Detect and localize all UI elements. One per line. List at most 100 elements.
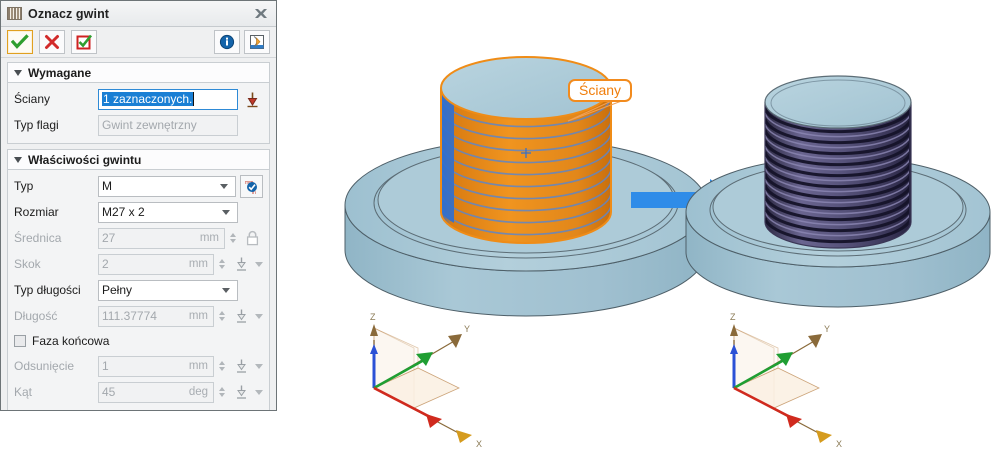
length-value: 111.37774 xyxy=(102,309,157,323)
thread-type-value: M xyxy=(102,179,112,193)
thread-size-select[interactable]: M27 x 2 xyxy=(98,201,238,223)
row-srednica: Średnica 27 mm xyxy=(14,227,263,249)
thread-icon xyxy=(7,7,22,20)
apply-check-icon xyxy=(76,34,92,50)
lock-icon xyxy=(242,228,263,249)
label-typ-flagi: Typ flagi xyxy=(14,118,59,132)
label-srednica: Średnica xyxy=(14,231,62,245)
thread-type-select[interactable]: M xyxy=(98,175,236,197)
row-skok: Skok 2 mm xyxy=(14,253,263,275)
row-typ: Typ M mm in xyxy=(14,174,263,198)
angle-stepper[interactable] xyxy=(216,383,227,402)
measure-icon[interactable] xyxy=(231,356,252,377)
angle-value: 45 xyxy=(102,385,116,399)
offset-unit: mm xyxy=(188,360,208,372)
chevron-down-icon xyxy=(14,69,22,76)
offset-field: 1 mm xyxy=(98,355,214,377)
row-dlugosc: Długość 111.37774 mm xyxy=(14,305,263,327)
flag-type-value: Gwint zewnętrzny xyxy=(102,118,197,132)
dialog-body: Wymagane Ściany 1 zaznaczonych. xyxy=(1,58,276,410)
measure-icon[interactable] xyxy=(231,306,252,327)
section-wymagane-title: Wymagane xyxy=(28,65,92,80)
row-odsuniecie: Odsunięcie 1 mm xyxy=(14,355,263,377)
offset-dropdown-icon[interactable] xyxy=(255,363,263,369)
flag-type-field: Gwint zewnętrzny xyxy=(98,114,238,136)
length-dropdown-icon[interactable] xyxy=(255,313,263,319)
label-dlugosc: Długość xyxy=(14,309,58,323)
green-check-icon xyxy=(11,34,29,49)
diameter-value: 27 xyxy=(102,231,116,245)
pitch-value: 2 xyxy=(102,257,109,271)
triad-right-z-label: Z xyxy=(730,312,736,322)
measure-icon[interactable] xyxy=(231,382,252,403)
expand-panel-button[interactable] xyxy=(244,30,270,54)
faces-input-value: 1 zaznaczonych. xyxy=(102,92,194,106)
chamfer-label: Faza końcowa xyxy=(32,334,110,348)
info-icon xyxy=(219,34,235,50)
mm-in-toggle-icon[interactable]: mm in xyxy=(240,174,263,198)
section-wlasciwosci: Właściwości gwintu Typ M mm in xyxy=(7,149,270,410)
pitch-field: 2 mm xyxy=(98,253,214,275)
length-stepper[interactable] xyxy=(216,307,227,326)
triad-left-y-label: Y xyxy=(464,324,470,334)
section-wlasciwosci-header[interactable]: Właściwości gwintu xyxy=(8,150,269,170)
chevron-down-icon xyxy=(220,183,228,189)
dialog-titlebar: Oznacz gwint xyxy=(1,1,276,27)
offset-stepper[interactable] xyxy=(216,357,227,376)
expand-panel-icon xyxy=(250,35,264,49)
graphics-viewport[interactable]: Z Y X Z Y X Ściany xyxy=(278,0,1000,450)
section-wymagane: Wymagane Ściany 1 zaznaczonych. xyxy=(7,62,270,144)
measure-icon[interactable] xyxy=(231,254,252,275)
origin-marker xyxy=(521,148,531,158)
row-kat: Kąt 45 deg xyxy=(14,381,263,403)
ok-button[interactable] xyxy=(7,30,33,54)
info-button[interactable] xyxy=(214,30,240,54)
angle-field: 45 deg xyxy=(98,381,214,403)
chevron-down-icon xyxy=(222,209,230,215)
select-faces-icon[interactable] xyxy=(242,89,263,110)
row-rozmiar: Rozmiar M27 x 2 xyxy=(14,201,263,223)
row-sciany: Ściany 1 zaznaczonych. xyxy=(14,88,263,110)
label-kat: Kąt xyxy=(14,385,33,399)
length-field: 111.37774 mm xyxy=(98,305,214,327)
row-faza-koncowa: Faza końcowa xyxy=(14,331,263,351)
label-typ: Typ xyxy=(14,179,34,193)
dialog-toolbar xyxy=(1,27,276,58)
label-rozmiar: Rozmiar xyxy=(14,205,59,219)
model-after xyxy=(685,75,991,308)
length-type-value: Pełny xyxy=(102,283,133,297)
flag-type-spacer xyxy=(242,115,263,136)
triad-right-x-label: X xyxy=(836,439,842,449)
section-wlasciwosci-title: Właściwości gwintu xyxy=(28,152,142,167)
offset-value: 1 xyxy=(102,359,109,373)
triad-right: Z Y X xyxy=(730,312,842,449)
row-typ-dlugosci: Typ długości Pełny xyxy=(14,279,263,301)
triad-left-x-label: X xyxy=(476,439,482,449)
cancel-button[interactable] xyxy=(39,30,65,54)
label-sciany: Ściany xyxy=(14,92,51,106)
apply-button[interactable] xyxy=(71,30,97,54)
label-skok: Skok xyxy=(14,257,41,271)
pitch-stepper[interactable] xyxy=(216,255,227,274)
label-odsuniecie: Odsunięcie xyxy=(14,359,75,373)
angle-dropdown-icon[interactable] xyxy=(255,389,263,395)
faces-callout: Ściany xyxy=(568,79,633,102)
close-icon[interactable] xyxy=(252,6,270,22)
diameter-stepper[interactable] xyxy=(227,229,238,248)
red-x-icon xyxy=(45,35,59,49)
section-wymagane-header[interactable]: Wymagane xyxy=(8,63,269,83)
chamfer-checkbox[interactable] xyxy=(14,335,26,347)
mark-thread-dialog: Oznacz gwint xyxy=(0,0,277,411)
length-type-select[interactable]: Pełny xyxy=(98,279,238,301)
dialog-title: Oznacz gwint xyxy=(28,6,110,21)
pitch-dropdown-icon[interactable] xyxy=(255,261,263,267)
faces-input[interactable]: 1 zaznaczonych. xyxy=(98,88,238,110)
triad-left-z-label: Z xyxy=(370,312,376,322)
length-unit: mm xyxy=(188,310,208,322)
viewport-svg: Z Y X Z Y X xyxy=(344,56,991,449)
angle-unit: deg xyxy=(188,386,208,398)
label-typ-dlugosci: Typ długości xyxy=(14,283,81,297)
diameter-field: 27 mm xyxy=(98,227,225,249)
triad-left: Z Y X xyxy=(370,312,482,449)
diameter-unit: mm xyxy=(199,232,219,244)
